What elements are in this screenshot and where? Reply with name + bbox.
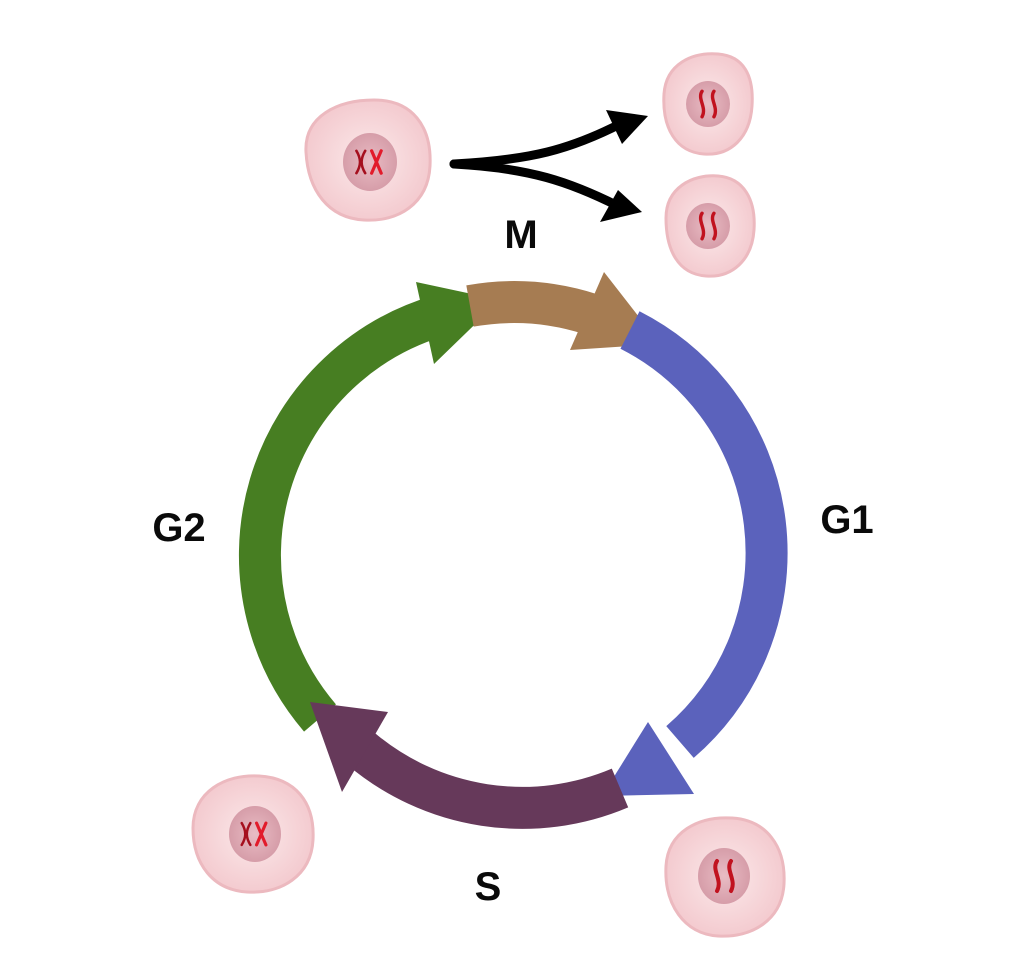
nucleus: [343, 133, 397, 191]
g1-arrowhead: [602, 722, 694, 796]
nucleus: [229, 806, 281, 862]
nucleus: [686, 81, 730, 127]
cycle-ring: [238, 272, 788, 829]
nucleus: [686, 203, 730, 249]
g1-cell: [664, 816, 786, 938]
phase-label-s: S: [475, 865, 502, 909]
upper-arrowhead: [606, 110, 648, 144]
mother-cell: [304, 98, 432, 222]
nucleus: [698, 848, 750, 904]
daughter-cell-lower: [664, 174, 756, 278]
s-arrowhead: [310, 702, 388, 792]
s-arc: [346, 731, 629, 829]
g2-cell: [191, 774, 315, 894]
g1-arc: [620, 311, 788, 758]
division-arrow: [449, 110, 648, 222]
phase-label-g1: G1: [820, 498, 873, 542]
lower-arrowhead: [600, 190, 642, 222]
g2-arc: [238, 295, 445, 732]
m-arc: [466, 281, 597, 335]
phase-label-g2: G2: [152, 506, 205, 550]
daughter-cell-upper: [662, 52, 754, 156]
phase-label-m: M: [504, 213, 537, 257]
